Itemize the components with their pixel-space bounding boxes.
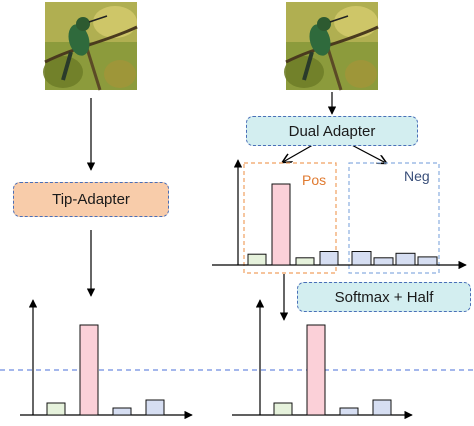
pos-bars xyxy=(247,183,339,266)
dual-adapter-box: Dual Adapter xyxy=(246,116,418,146)
tip-adapter-box: Tip-Adapter xyxy=(13,182,169,217)
dual-adapter-neg-bar-4 xyxy=(417,256,438,266)
tip-output-axes xyxy=(20,299,193,420)
dual-adapter-neg-bar-1 xyxy=(351,251,372,266)
dual-adapter-pos-bar-2 xyxy=(271,183,291,266)
neg-label: Neg xyxy=(404,168,430,184)
neg-bars xyxy=(351,251,438,266)
dual-adapter-pos-bar-1 xyxy=(247,253,267,266)
tip-adapter-output-bar-4 xyxy=(145,399,165,416)
dual-output-bars xyxy=(273,324,392,416)
pos-group xyxy=(243,162,337,274)
tip-adapter-output-bar-3 xyxy=(112,407,132,416)
dual-adapter-pos-bar-4 xyxy=(319,251,339,266)
tip-adapter-output-bar-2 xyxy=(79,324,99,416)
input-image-left xyxy=(43,2,138,91)
dual-adapter-output-bar-2 xyxy=(306,324,326,416)
dual-adapter-neg-bar-3 xyxy=(395,252,416,266)
dual-adapter-neg-bar-2 xyxy=(373,257,394,266)
dual-adapter-output-bar-1 xyxy=(273,402,293,416)
dual-adapter-output-bar-3 xyxy=(339,407,359,416)
softmax-half-box: Softmax + Half xyxy=(297,282,471,312)
tip-output-bars xyxy=(46,324,165,416)
dual-adapter-pos-bar-3 xyxy=(295,257,315,266)
pos-label: Pos xyxy=(302,172,327,188)
tip-adapter-output-bar-1 xyxy=(46,402,66,416)
neg-group xyxy=(348,162,440,274)
dual-adapter-output-bar-4 xyxy=(372,399,392,416)
input-image-right xyxy=(284,2,379,91)
